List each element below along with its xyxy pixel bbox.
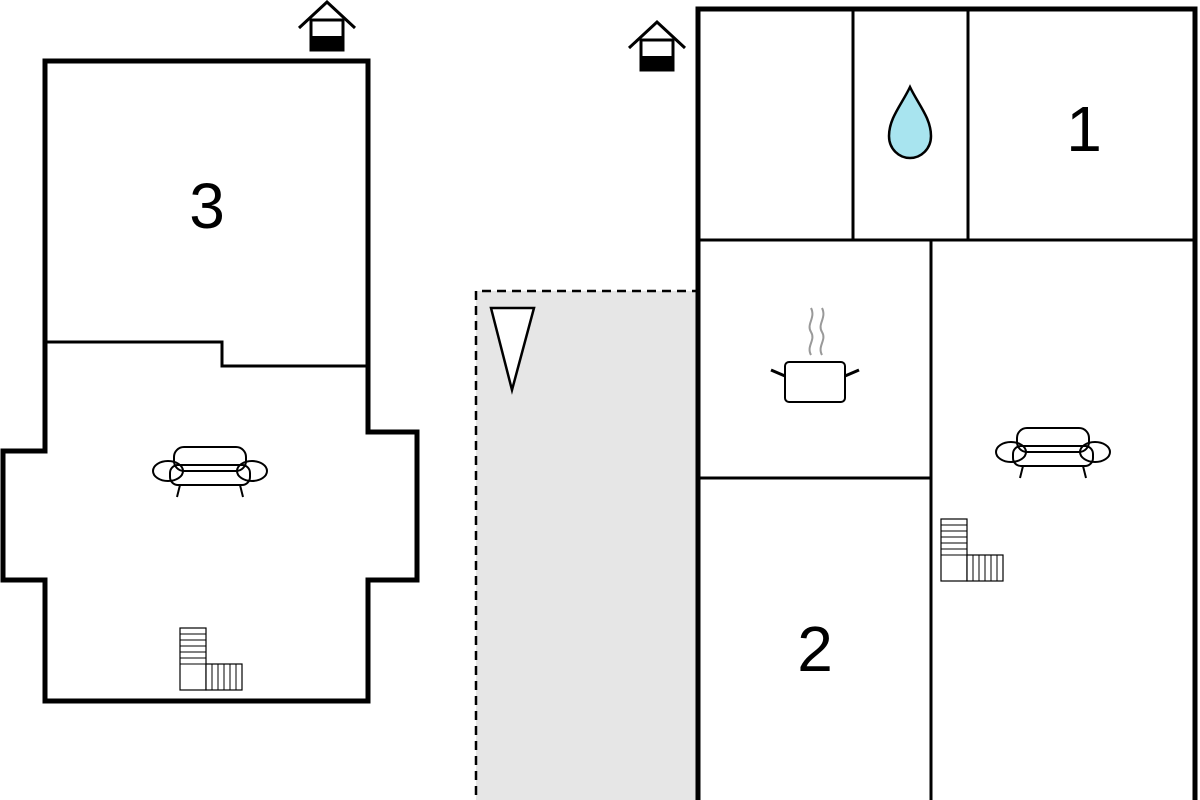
left-floor-plan: 3 [0, 58, 420, 704]
room-label-2: 2 [797, 613, 833, 685]
cooking-pot-icon [770, 307, 860, 403]
room-label-3: 3 [189, 170, 225, 242]
sofa-icon [152, 446, 268, 498]
stairs-icon [940, 518, 1004, 582]
north-arrow-icon [489, 306, 536, 395]
left-plan-outer-wall [0, 58, 420, 704]
sofa-icon [995, 427, 1111, 479]
right-floor-plan: 1 2 [695, 6, 1198, 800]
water-drop-icon [887, 84, 933, 160]
left-plan-inner-wall [45, 340, 368, 368]
stairs-icon [179, 627, 243, 691]
right-plan-outer-wall [695, 6, 1198, 800]
house-entrance-icon [627, 20, 687, 72]
house-entrance-icon [297, 0, 357, 52]
room-label-1: 1 [1066, 93, 1102, 165]
